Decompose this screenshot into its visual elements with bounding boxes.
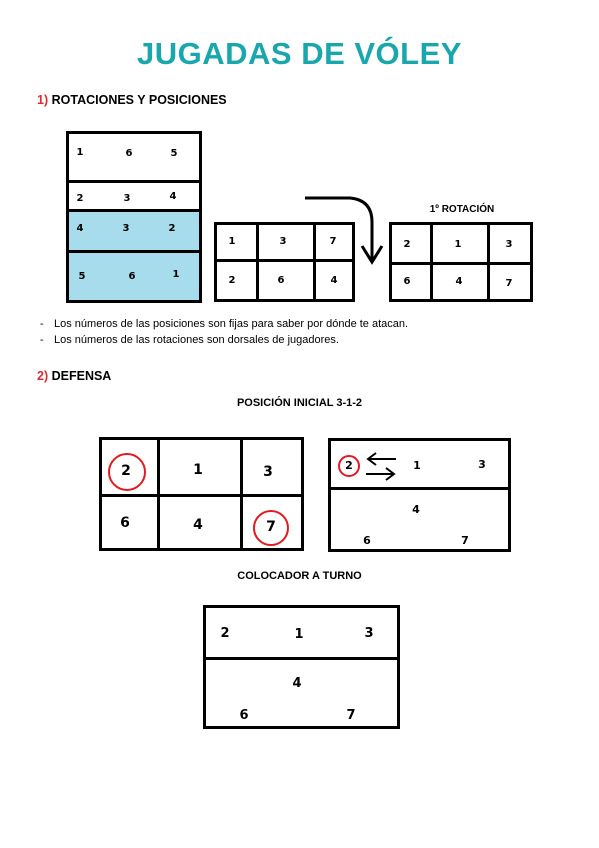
court-line — [256, 222, 259, 302]
court-line — [487, 222, 490, 302]
setter-highlight-ring — [108, 453, 146, 491]
court-line — [66, 209, 202, 212]
player-number: 6 — [120, 515, 130, 531]
section-title: ROTACIONES Y POSICIONES — [51, 93, 227, 107]
position-number: 2 — [76, 193, 84, 204]
player-highlight-ring — [253, 510, 289, 546]
court-left-frame — [66, 131, 202, 303]
rotation-number: 4 — [455, 276, 463, 287]
section-number: 2) — [37, 369, 49, 383]
setter-highlight-ring — [338, 455, 360, 477]
notes-list: Los números de las posiciones son fijas … — [40, 318, 408, 350]
player-number: 4 — [292, 676, 302, 691]
rotation-number: 3 — [505, 239, 513, 250]
player-number: 7 — [266, 519, 276, 535]
rotation-number: 6 — [277, 275, 285, 286]
note-item: Los números de las posiciones son fijas … — [40, 318, 408, 334]
highlight-zone — [68, 211, 200, 301]
player-number: 1 — [193, 462, 203, 478]
player-number: 1 — [294, 627, 304, 642]
rotation-number: 7 — [505, 278, 513, 289]
position-number: 6 — [125, 148, 133, 159]
rotation-number: 4 — [330, 275, 338, 286]
player-number: 3 — [478, 458, 486, 471]
position-number: 4 — [169, 191, 177, 202]
section-title: DEFENSA — [51, 369, 112, 383]
page-title: JUGADAS DE VÓLEY — [137, 36, 462, 71]
rotation-number: 2 — [228, 275, 236, 286]
court-setter-frame — [203, 605, 400, 729]
rotation-number: 1 — [454, 239, 462, 250]
net-line — [66, 180, 202, 183]
court-line — [99, 494, 304, 497]
rotation-caption: 1º ROTACIÓN — [429, 204, 495, 215]
court-line — [430, 222, 433, 302]
net-line — [328, 487, 511, 490]
rotation-number: 7 — [329, 236, 337, 247]
player-number: 1 — [413, 459, 421, 472]
rotation-number: 6 — [128, 271, 136, 282]
rotation-number: 2 — [168, 223, 176, 234]
section-heading-rotations: 1) ROTACIONES Y POSICIONES — [37, 93, 227, 107]
position-number: 3 — [123, 193, 131, 204]
player-number: 2 — [345, 459, 353, 472]
court-movement-frame — [328, 438, 511, 552]
rotation-arrow-icon — [305, 196, 384, 265]
court-line — [157, 437, 160, 551]
player-number: 6 — [363, 534, 371, 547]
rotation-number: 2 — [403, 239, 411, 250]
setter-caption: COLOCADOR A TURNO — [237, 570, 362, 582]
rotation-number: 1 — [228, 236, 236, 247]
rotation-number: 4 — [76, 223, 84, 234]
player-number: 7 — [461, 534, 469, 547]
player-number: 7 — [346, 708, 356, 723]
section-heading-defense: 2) DEFENSA — [37, 369, 111, 383]
rotation-number: 5 — [78, 271, 86, 282]
rotation-number: 6 — [403, 276, 411, 287]
court-mid-frame — [214, 222, 355, 302]
position-number: 1 — [76, 147, 84, 158]
court-line — [214, 259, 355, 262]
rotation-number: 3 — [122, 223, 130, 234]
court-line — [66, 250, 202, 253]
position-number: 5 — [170, 148, 178, 159]
rotation-number: 1 — [172, 269, 180, 280]
player-number: 4 — [193, 517, 203, 533]
court-line — [389, 262, 533, 265]
player-number: 2 — [220, 626, 230, 641]
player-number: 6 — [239, 708, 249, 723]
initial-position-caption: POSICIÓN INICIAL 3-1-2 — [236, 397, 363, 409]
player-number: 4 — [412, 503, 420, 516]
section-number: 1) — [37, 93, 49, 107]
player-number: 2 — [121, 463, 131, 479]
swap-arrows-icon — [366, 452, 396, 481]
note-item: Los números de las rotaciones son dorsal… — [40, 334, 408, 350]
player-number: 3 — [364, 626, 374, 641]
net-line — [203, 657, 400, 660]
court-line — [240, 437, 243, 551]
player-number: 3 — [263, 464, 273, 480]
rotation-number: 3 — [279, 236, 287, 247]
court-line — [313, 222, 316, 302]
